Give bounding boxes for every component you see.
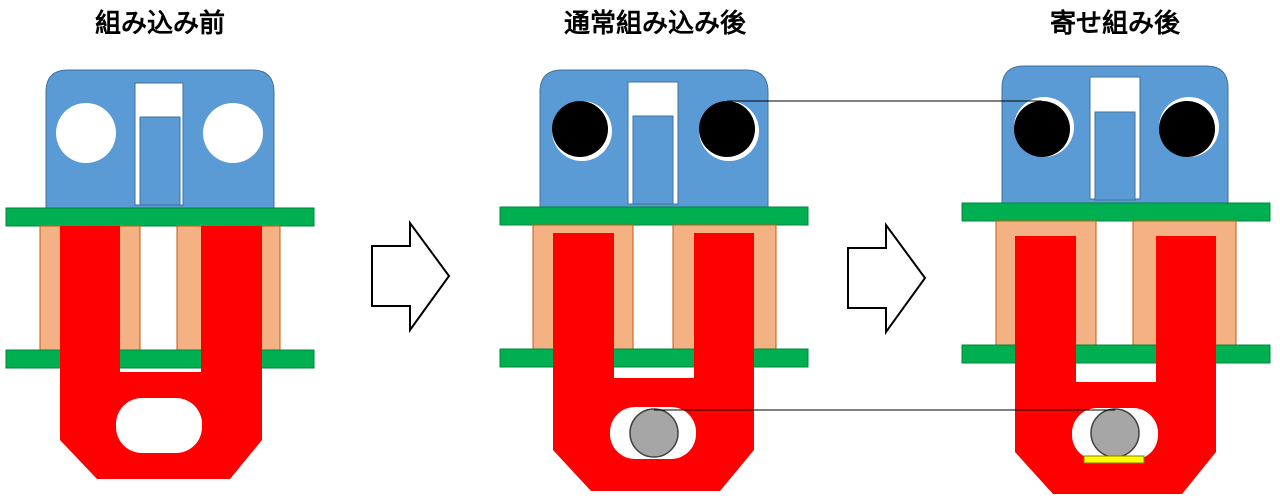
- board-bottom: [5, 349, 315, 369]
- board-bottom: [499, 348, 809, 368]
- clip-slot: [116, 398, 202, 453]
- board-top: [499, 206, 809, 226]
- housing-latch: [1094, 111, 1136, 201]
- shim: [1083, 455, 1145, 464]
- arrow-icon: [371, 219, 451, 334]
- clip: [60, 226, 262, 479]
- pin-gray: [1090, 408, 1140, 458]
- stage-shifted: [961, 65, 1271, 494]
- board-top: [961, 202, 1271, 222]
- pin-right: [699, 101, 755, 157]
- pin-left: [1014, 101, 1070, 157]
- pin-gray: [629, 408, 679, 458]
- hole-right: [203, 103, 263, 163]
- housing-latch: [632, 115, 674, 205]
- stage-normal: [499, 69, 809, 491]
- stage-title-before: 組み込み前: [94, 9, 225, 39]
- arrow-icon: [847, 221, 927, 336]
- hole-left: [56, 103, 116, 163]
- stage-before: [5, 69, 315, 479]
- stage-title-shifted: 寄せ組み後: [1049, 9, 1180, 39]
- pin-left: [552, 101, 608, 157]
- board-top: [5, 207, 315, 227]
- clip: [1015, 236, 1216, 494]
- clip: [553, 233, 754, 491]
- board-bottom: [961, 344, 1271, 364]
- stage-title-normal: 通常組み込み後: [563, 9, 746, 39]
- housing-latch: [139, 116, 181, 206]
- pin-right: [1159, 101, 1215, 157]
